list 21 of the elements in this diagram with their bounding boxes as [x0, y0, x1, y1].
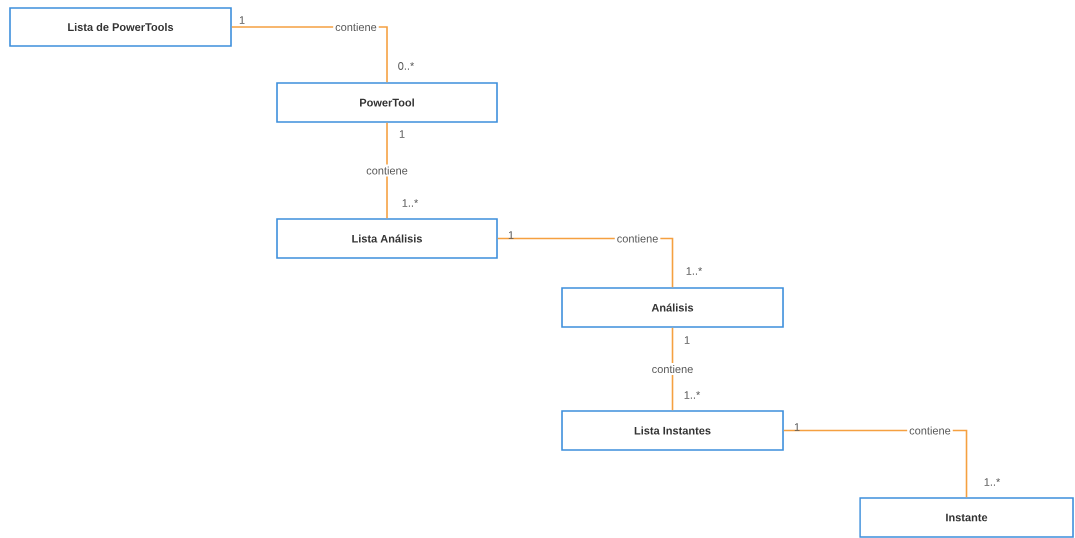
edge-label: contiene — [907, 424, 953, 437]
edge-label: contiene — [364, 164, 410, 177]
multiplicity-label: 1..* — [402, 199, 419, 207]
edge-label: contiene — [614, 232, 661, 245]
edge-label: contiene — [649, 362, 696, 376]
multiplicity-label: 1 — [794, 423, 800, 431]
multiplicity-label: 1 — [508, 231, 514, 239]
edge-label: contiene — [333, 20, 379, 34]
multiplicity-label: 1 — [239, 16, 245, 24]
multiplicity-label: 0..* — [398, 62, 415, 70]
multiplicity-label: 1..* — [684, 391, 701, 399]
class-box: PowerTool — [276, 82, 498, 123]
class-box: Lista de PowerTools — [9, 7, 232, 47]
multiplicity-label: 1..* — [686, 267, 703, 275]
connector-line — [671, 327, 674, 411]
class-box: Lista Análisis — [276, 218, 498, 259]
multiplicity-label: 1..* — [984, 478, 1001, 486]
class-box: Análisis — [561, 287, 784, 328]
class-box: Instante — [859, 497, 1074, 538]
class-box: Lista Instantes — [561, 410, 784, 451]
connector-line — [386, 122, 388, 219]
